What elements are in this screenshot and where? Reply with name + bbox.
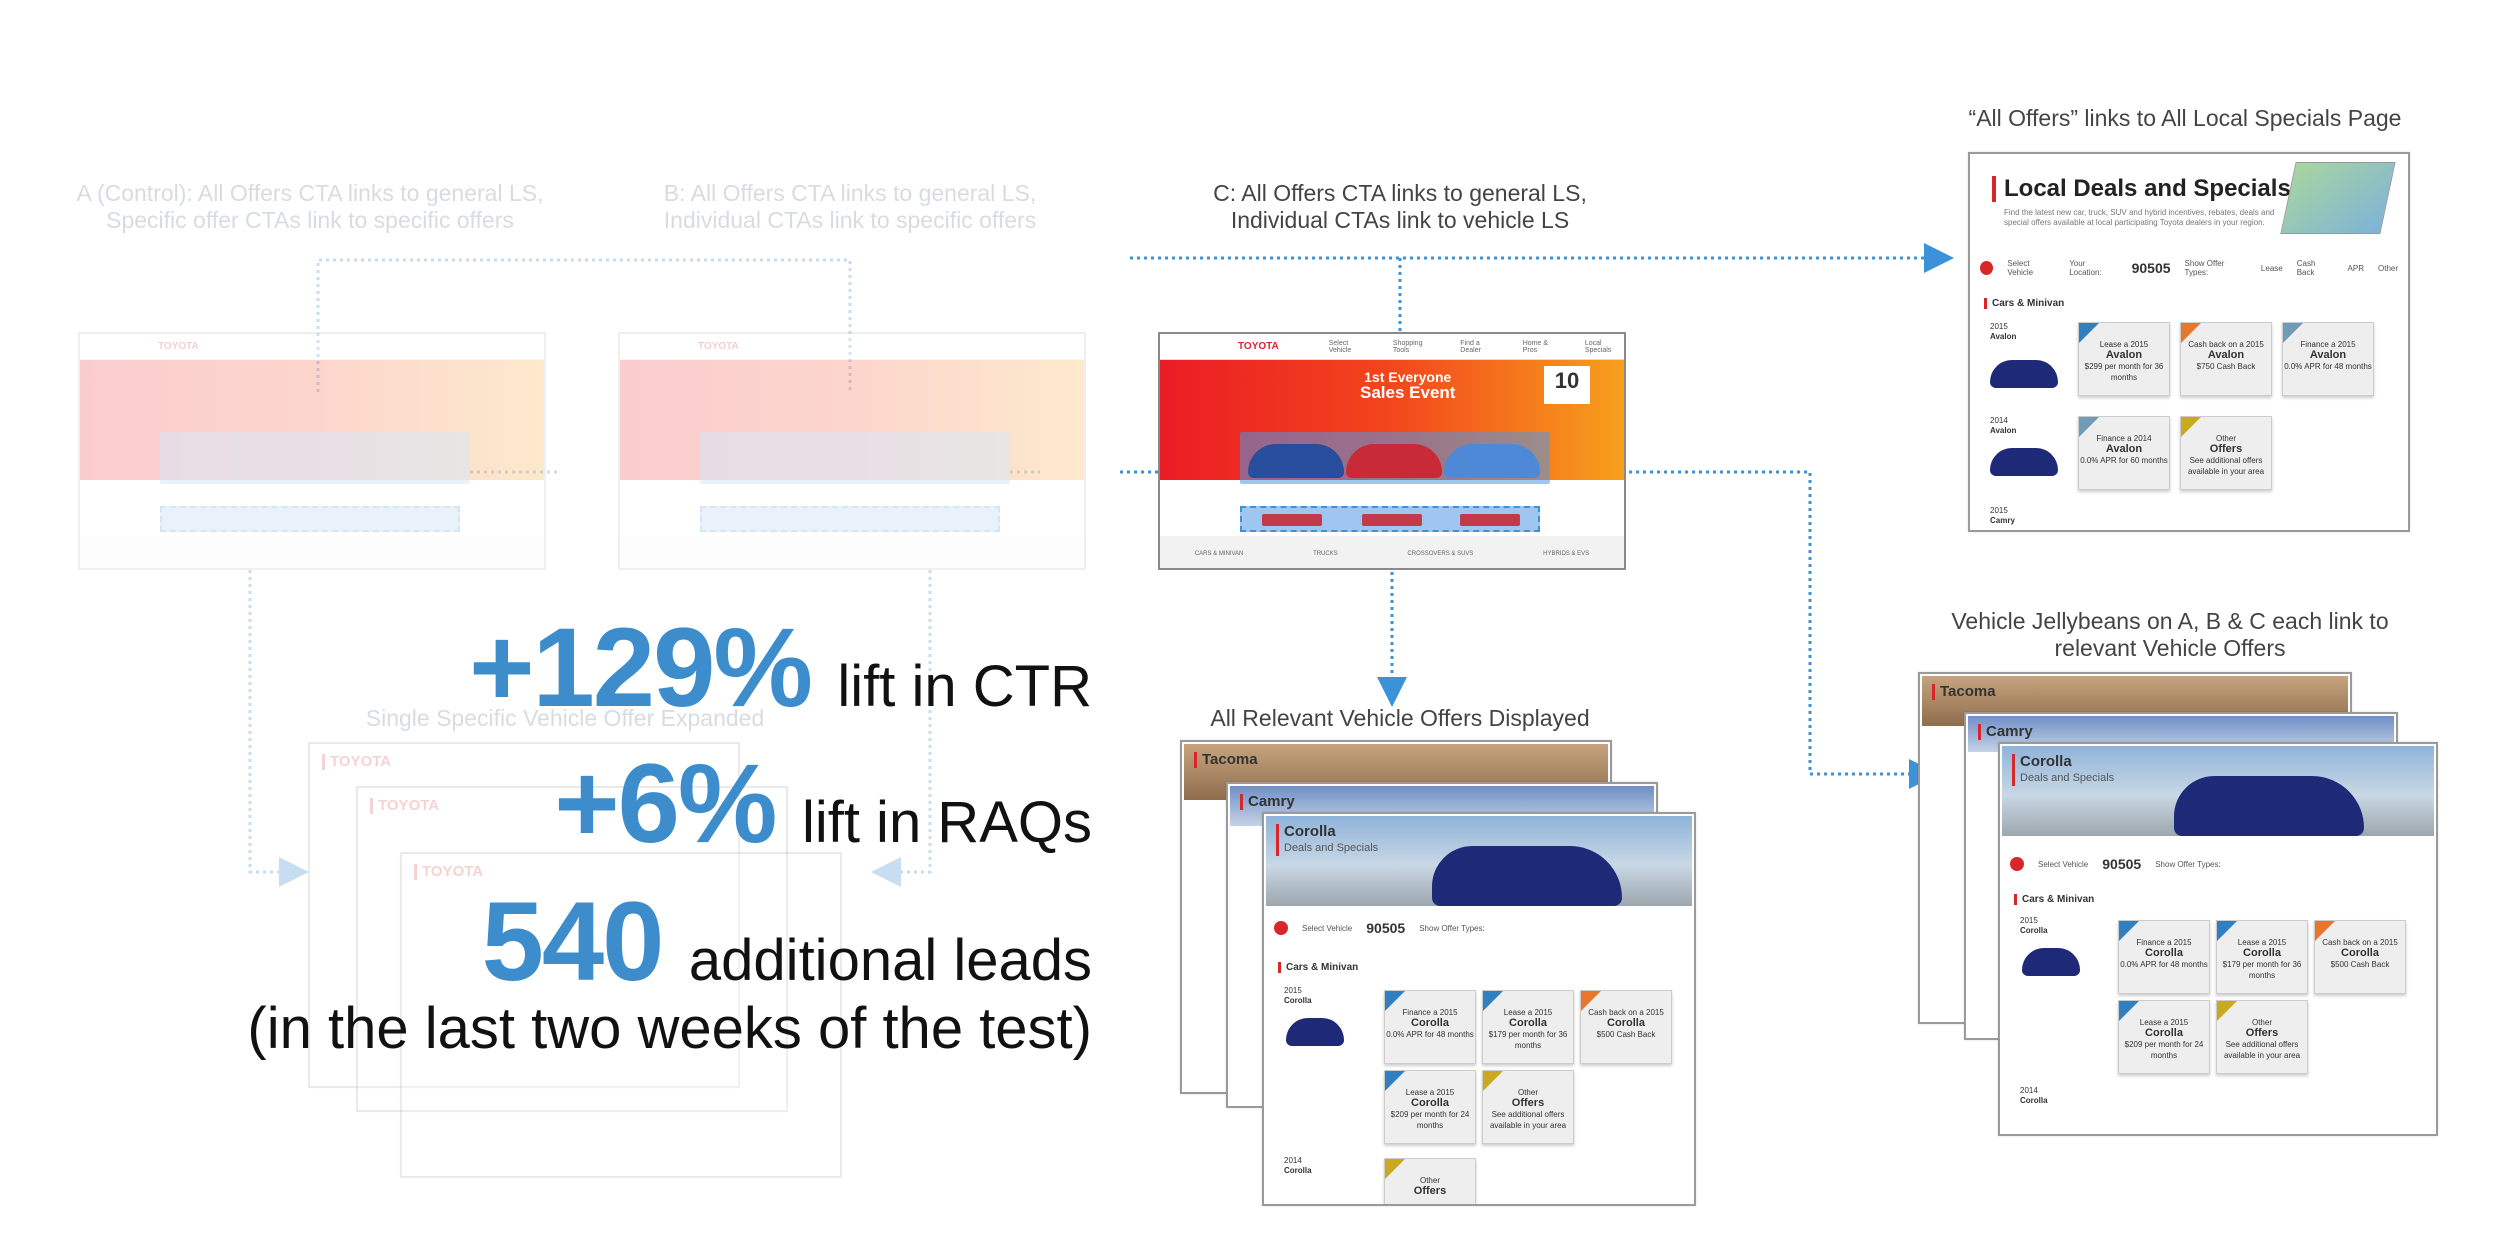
show-offer-types-label: Show Offer Types: xyxy=(2155,859,2221,869)
select-vehicle-button[interactable]: Select Vehicle xyxy=(2007,259,2034,277)
show-offer-types-label: Show Offer Types: xyxy=(2184,259,2225,277)
homepage-nav: TOYOTA Select Vehicle Shopping Tools Fin… xyxy=(1160,334,1624,360)
homepage-variant-a: TOYOTA xyxy=(78,332,546,570)
variant-c-caption: C: All Offers CTA links to general LS, I… xyxy=(1213,180,1587,233)
all-relevant-caption: All Relevant Vehicle Offers Displayed xyxy=(1210,705,1590,731)
stat-ctr: +129% lift in CTR xyxy=(469,612,1092,724)
vehicle-thumbnail xyxy=(1286,1018,1344,1046)
filter-row: Select Vehicle 90505 Show Offer Types: xyxy=(1274,918,1684,938)
nav-item[interactable]: Find a Dealer xyxy=(1460,339,1481,354)
homepage-variant-b: TOYOTA xyxy=(618,332,1086,570)
homepage-variant-c[interactable]: TOYOTA Select Vehicle Shopping Tools Fin… xyxy=(1158,332,1626,570)
zip-value[interactable]: 90505 xyxy=(2102,856,2142,872)
zip-value[interactable]: 90505 xyxy=(2131,260,2171,276)
offer-type-toggle[interactable]: Other xyxy=(2378,263,2399,273)
vehicle-image xyxy=(1432,846,1622,906)
offer-type-toggle[interactable]: Lease xyxy=(2260,263,2283,273)
single-offer-page-front: TOYOTA xyxy=(400,852,842,1178)
zip-value[interactable]: 90505 xyxy=(1366,920,1406,936)
footer-item[interactable]: HYBRIDS & EVS xyxy=(1543,551,1590,557)
select-vehicle-icon[interactable] xyxy=(1274,921,1288,935)
vehicle-thumbnail xyxy=(2022,948,2080,976)
local-specials-page: Local Deals and Specials Find the latest… xyxy=(1968,152,2410,532)
single-offer-page-mid: TOYOTA xyxy=(356,786,788,1112)
stat-ctr-value: +129% xyxy=(469,605,813,730)
stat-ctr-label: lift in CTR xyxy=(837,654,1092,719)
vehicle-image xyxy=(2174,776,2364,836)
offer-type-toggle[interactable]: APR xyxy=(2347,263,2364,273)
stat-raq-value: +6% xyxy=(554,741,777,866)
nav-item[interactable]: Local Specials xyxy=(1584,339,1612,354)
section-heading: Cars & Minivan xyxy=(1278,962,1358,973)
filter-row: Select Vehicle 90505 Show Offer Types: xyxy=(2010,854,2426,874)
show-offer-types-label: Show Offer Types: xyxy=(1419,923,1485,933)
variant-a-caption: A (Control): All Offers CTA links to gen… xyxy=(76,180,544,233)
toyota-logo: TOYOTA xyxy=(698,341,739,352)
hero-title: 1st Everyone Sales Event xyxy=(1360,369,1456,402)
stat-footnote: (in the last two weeks of the test) xyxy=(247,996,1092,1061)
vehicle-thumbnail xyxy=(1990,448,2058,476)
toyota-logo: TOYOTA xyxy=(1238,341,1279,352)
nav-item[interactable]: Home & Pros xyxy=(1522,339,1549,354)
select-vehicle-button[interactable]: Select Vehicle xyxy=(1302,923,1353,933)
offer-type-toggle[interactable]: Cash Back xyxy=(2296,259,2316,277)
footer-item[interactable]: CARS & MINIVAN xyxy=(1194,551,1244,557)
variant-b-caption: B: All Offers CTA links to general LS, I… xyxy=(663,180,1037,233)
jellybeans-caption: Vehicle Jellybeans on A, B & C each link… xyxy=(1951,608,2389,661)
all-offers-link-caption: “All Offers” links to All Local Specials… xyxy=(1968,105,2402,131)
stat-leads-label: additional leads xyxy=(688,928,1092,993)
select-vehicle-icon[interactable] xyxy=(2010,857,2024,871)
footer-item[interactable]: CROSSOVERS & SUVS xyxy=(1407,551,1474,557)
footer-item[interactable]: TRUCKS xyxy=(1313,551,1338,557)
local-specials-description: Find the latest new car, truck, SUV and … xyxy=(2004,208,2275,227)
stat-raq: +6% lift in RAQs xyxy=(554,748,1092,860)
stat-raq-label: lift in RAQs xyxy=(801,790,1092,855)
offer-cta-strip[interactable] xyxy=(1240,506,1540,532)
stat-leads: 540 additional leads xyxy=(482,886,1092,998)
filter-row: Select Vehicle Your Location: 90505 Show… xyxy=(1980,258,2398,278)
vehicle-thumbnail xyxy=(1990,360,2058,388)
single-specific-caption: Single Specific Vehicle Offer Expanded xyxy=(365,705,765,731)
vehicle-jellybeans[interactable] xyxy=(1240,432,1550,484)
single-offer-page-back: TOYOTA xyxy=(308,742,740,1088)
section-heading: Cars & Minivan xyxy=(1984,298,2064,309)
stat-leads-value: 540 xyxy=(481,879,665,1004)
nav-item[interactable]: Select Vehicle xyxy=(1328,339,1352,354)
local-specials-title: Local Deals and Specials xyxy=(1992,176,2291,202)
section-heading: Cars & Minivan xyxy=(2014,894,2094,905)
nav-item[interactable]: Shopping Tools xyxy=(1392,339,1423,354)
select-vehicle-button[interactable]: Select Vehicle xyxy=(2038,859,2089,869)
calendar-badge: 10 xyxy=(1544,366,1590,404)
zip-label: Your Location: xyxy=(2069,259,2102,277)
map-icon xyxy=(2280,162,2396,234)
homepage-footer: CARS & MINIVAN TRUCKS CROSSOVERS & SUVS … xyxy=(1160,536,1624,568)
select-vehicle-icon[interactable] xyxy=(1980,261,1994,275)
toyota-logo: TOYOTA xyxy=(158,341,199,352)
